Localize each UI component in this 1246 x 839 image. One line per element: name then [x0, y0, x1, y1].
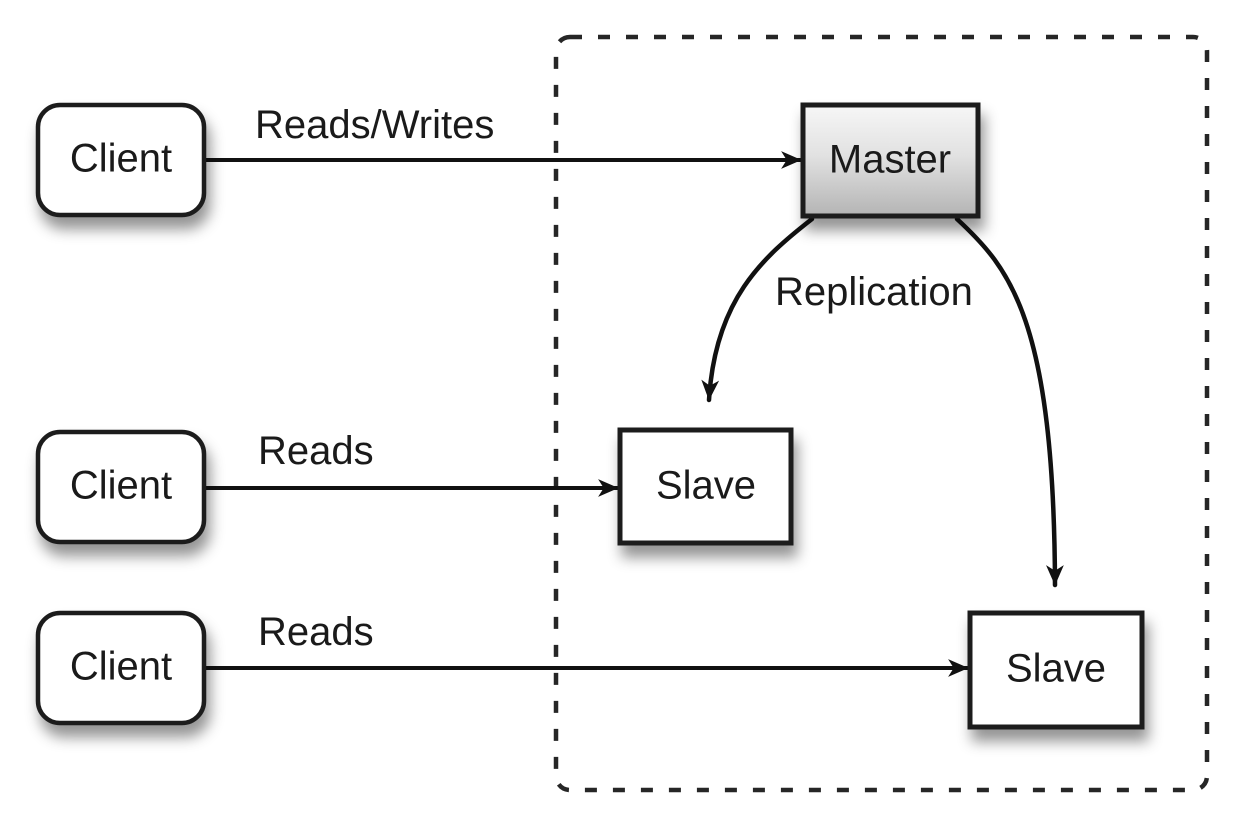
node-client-2[interactable]: Client	[35, 429, 207, 545]
slave-1-label: Slave	[656, 464, 756, 508]
client-2-label: Client	[70, 464, 172, 508]
edge-label-replication: Replication	[775, 270, 973, 314]
client-3-label: Client	[70, 645, 172, 689]
master-label: Master	[829, 138, 951, 182]
node-client-3[interactable]: Client	[35, 610, 207, 726]
client-2-box[interactable]	[35, 429, 207, 545]
client-1-box[interactable]	[35, 102, 207, 218]
edge-master-slave1	[701, 216, 815, 403]
node-client-1[interactable]: Client	[35, 102, 207, 218]
slave-2-label: Slave	[1006, 647, 1106, 691]
edge-label-reads-2: Reads	[258, 610, 374, 654]
node-master[interactable]: Master	[800, 102, 981, 219]
database-cluster-boundary	[553, 34, 1210, 793]
slave-1-box[interactable]	[617, 427, 794, 546]
client-3-box[interactable]	[35, 610, 207, 726]
node-slave-2[interactable]: Slave	[967, 610, 1145, 730]
client-1-label: Client	[70, 137, 172, 181]
edge-master-slave2	[954, 216, 1064, 588]
master-box[interactable]	[800, 102, 981, 219]
node-slave-1[interactable]: Slave	[617, 427, 794, 546]
edge-label-reads-1: Reads	[258, 429, 374, 473]
edge-label-reads-writes: Reads/Writes	[255, 103, 494, 147]
slave-2-box[interactable]	[967, 610, 1145, 730]
